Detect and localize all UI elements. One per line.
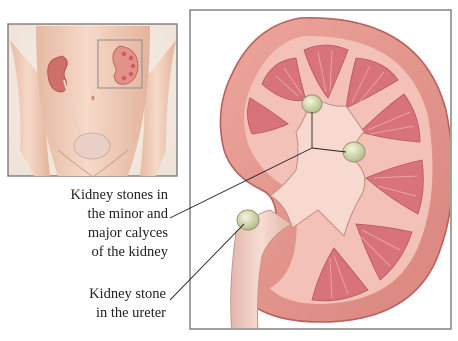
label-ureter-line: Kidney stone — [40, 285, 166, 304]
stone-minor-calyx — [302, 95, 322, 113]
label-ureter-line: in the ureter — [40, 304, 166, 323]
stone-ureter — [237, 210, 259, 230]
label-calyces-line: of the kidney — [20, 243, 168, 262]
label-calyces-line: major calyces — [20, 224, 168, 243]
label-calyces-line: Kidney stones in — [20, 186, 168, 205]
stone-major-calyx — [343, 142, 365, 162]
label-ureter-stone: Kidney stone in the ureter — [40, 285, 166, 323]
label-calyces-line: the minor and — [20, 205, 168, 224]
label-calyces-stones: Kidney stones in the minor and major cal… — [20, 186, 168, 262]
inset-body-panel — [8, 24, 177, 176]
inset-bladder — [74, 133, 110, 159]
kidney-section-panel — [190, 10, 453, 334]
